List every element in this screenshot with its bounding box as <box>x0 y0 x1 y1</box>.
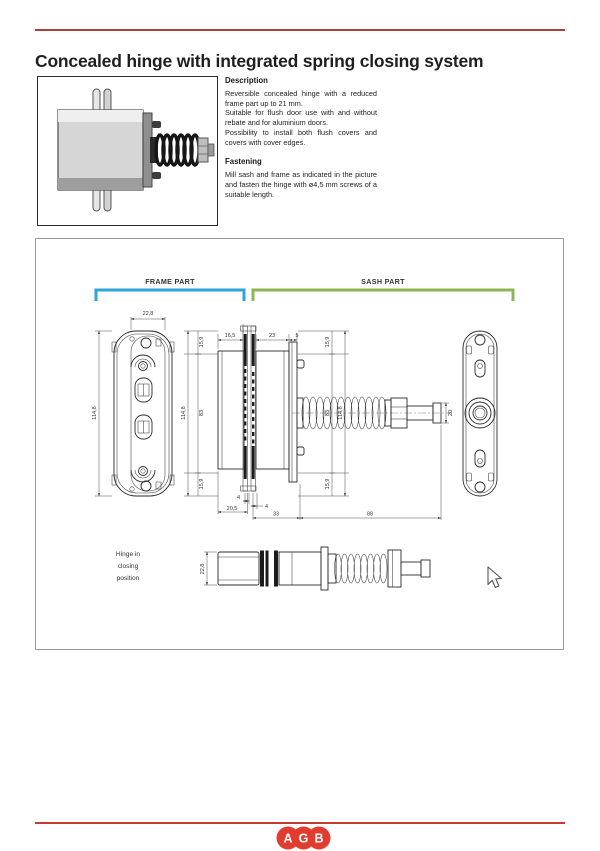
technical-drawing: FRAME PART SASH PART <box>92 277 515 591</box>
sash-part-bracket <box>251 288 515 301</box>
top-rule <box>35 29 565 31</box>
dim-center-span: 83 <box>325 410 331 416</box>
dim-leaf: 4 <box>265 504 268 510</box>
description-paragraph: Reversible concealed hinge with a reduce… <box>225 89 377 108</box>
dim-height: 114,8 <box>338 406 344 419</box>
dim-frame-depth: 16,5 <box>225 333 236 339</box>
sash-plate-front-view <box>462 330 498 497</box>
dim-plate-height: 114,8 <box>92 406 98 419</box>
page-title: Concealed hinge with integrated spring c… <box>35 50 484 71</box>
agb-logo: A G B <box>276 826 332 850</box>
hinge-section-view <box>217 325 452 492</box>
dim-spring-span: 88 <box>367 512 373 518</box>
mouse-cursor <box>487 566 502 589</box>
frame-part-label: FRAME PART <box>145 277 195 286</box>
spring-closed <box>334 553 388 584</box>
description-paragraph: Suitable for flush door use with and wit… <box>225 108 377 128</box>
frame-part-bracket <box>94 288 246 301</box>
dim-closed-width: 22,8 <box>200 564 206 575</box>
description-heading: Description <box>225 76 268 85</box>
logo-letter-g: G <box>299 832 309 846</box>
hinge-photo-illustration <box>57 88 215 212</box>
sash-part-group: SASH PART <box>251 277 515 301</box>
dim-sash-span: 33 <box>273 512 279 518</box>
dim-end-offset: 15,9 <box>199 479 205 490</box>
closing-label-line2: closing <box>118 563 139 570</box>
section-right-dim-column: 15,9 83 15,9 114,8 <box>298 330 349 497</box>
dim-height: 114,8 <box>181 406 187 419</box>
closing-label-line1: Hinge in <box>116 551 141 558</box>
dim-end-offset: 15,9 <box>325 337 331 348</box>
dim-end-offset: 15,9 <box>325 479 331 490</box>
technical-drawing-panel: FRAME PART SASH PART <box>35 238 564 650</box>
product-photo <box>37 76 218 226</box>
spring-photo <box>150 133 201 167</box>
frame-plate-front-view <box>111 330 175 497</box>
dim-leaf-offset: 20,5 <box>227 506 238 512</box>
frame-plate-dimensions: 22,8 114,8 <box>92 311 166 497</box>
logo-letter-b: B <box>314 832 323 846</box>
dim-center-span: 83 <box>199 410 205 416</box>
dim-plate-width: 22,8 <box>143 311 154 317</box>
frame-part-group: FRAME PART <box>94 277 246 301</box>
dim-sash-depth: 23 <box>269 333 275 339</box>
dim-end-offset: 15,9 <box>199 337 205 348</box>
section-top-dimensions: 16,5 23 5 <box>217 324 299 349</box>
dim-leaf: 4 <box>237 495 240 501</box>
intro-text: Description Reversible concealed hinge w… <box>225 76 377 199</box>
pin-dimension: 20 <box>435 402 454 424</box>
section-left-dim-column: 114,8 15,9 83 15,9 <box>181 330 218 497</box>
fastening-paragraph: Mill sash and frame as indicated in the … <box>225 170 377 199</box>
logo-circle-b <box>307 826 331 850</box>
dim-cover-depth: 5 <box>295 333 298 339</box>
closing-position-group: Hinge in closing position 22,8 <box>116 546 431 591</box>
fastening-heading: Fastening <box>225 157 262 167</box>
section-bottom-dimensions: 4 4 20,5 33 88 <box>217 425 442 520</box>
closing-label-line3: position <box>117 575 140 582</box>
logo-letter-a: A <box>283 832 292 846</box>
description-paragraph: Possibility to install both flush covers… <box>225 127 377 147</box>
sash-part-label: SASH PART <box>361 277 405 286</box>
dim-pin-length: 20 <box>448 410 454 416</box>
bottom-rule <box>35 822 565 824</box>
